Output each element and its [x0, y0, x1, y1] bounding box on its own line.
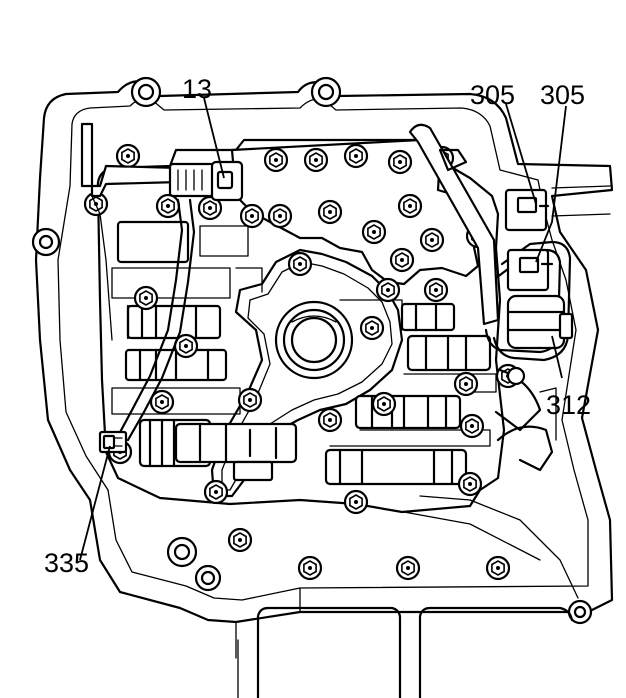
bolt-icon [155, 193, 181, 219]
leader-lines [79, 97, 567, 561]
bolt-icon [173, 333, 199, 359]
bolt-icon [203, 479, 229, 505]
bolt-icon [115, 143, 141, 169]
bolt-icon [423, 277, 449, 303]
bolt-icon [459, 413, 485, 439]
bolt-icon [457, 471, 483, 497]
callout-335: 335 [44, 548, 89, 578]
bolt-icon [343, 489, 369, 515]
bolt-icon [237, 387, 263, 413]
bolt-icon [359, 315, 385, 341]
bolt-icon [239, 203, 265, 229]
bolt-icon [227, 527, 253, 553]
pressure-switches-305 [504, 185, 611, 292]
bolt-icon [287, 251, 313, 277]
bolt-icon [371, 391, 397, 417]
separator-plate-channel-inner [221, 261, 393, 491]
callout-305-right: 305 [540, 80, 585, 110]
oil-pan-rails [235, 587, 574, 698]
bolt-icon [387, 149, 413, 175]
harness-connector-13 [168, 160, 244, 202]
bolt-icon [419, 227, 445, 253]
bolt-icon [303, 147, 329, 173]
bolt-icon [297, 555, 323, 581]
bolt-icon [389, 247, 415, 273]
bolt-icon [375, 277, 401, 303]
bolt-icon [485, 555, 511, 581]
bolt-icon [453, 371, 479, 397]
solenoid-pipe-assembly [408, 123, 572, 362]
bolt-icon [343, 143, 369, 169]
case-mounting-ears [31, 76, 593, 625]
bolt-icon [361, 219, 387, 245]
case-right-details [403, 366, 579, 599]
callout-312: 312 [546, 390, 591, 420]
bolt-icon [397, 193, 423, 219]
bolt-icon [133, 285, 159, 311]
bolt-icon [395, 555, 421, 581]
bolt-icon [197, 195, 223, 221]
connector-335 [98, 430, 128, 454]
bolt-icon [263, 147, 289, 173]
bolt-icon [317, 199, 343, 225]
bolt-icon [317, 407, 343, 433]
solenoid-312 [506, 294, 574, 350]
bolt-icon [267, 203, 293, 229]
callout-305-left: 305 [470, 80, 515, 110]
central-bore [274, 300, 354, 380]
bolt-icon [149, 389, 175, 415]
callout-13: 13 [182, 74, 212, 104]
